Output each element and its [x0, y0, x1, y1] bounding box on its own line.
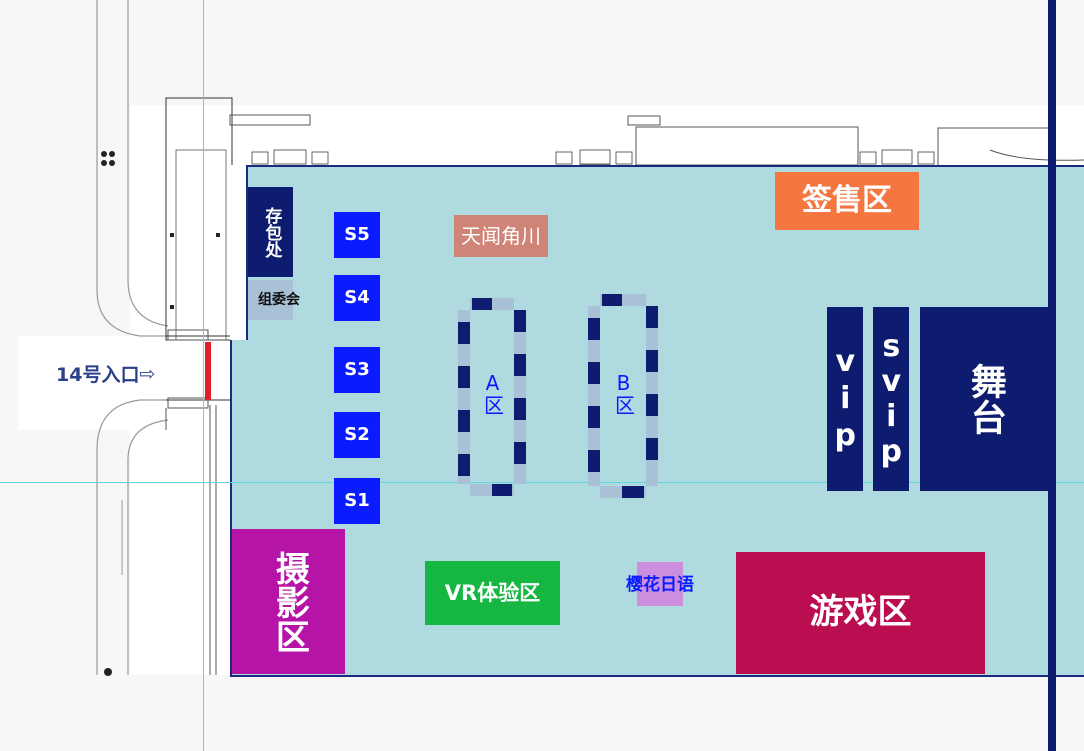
area-b-ring[interactable]: B区 — [588, 294, 658, 498]
guide-line-vertical — [203, 0, 204, 751]
sakura-label: 樱花日语 — [626, 575, 694, 596]
committee-label: 组委会 — [258, 291, 300, 308]
committee-zone[interactable]: 组委会 — [248, 280, 300, 320]
area-a-label: A区 — [480, 371, 505, 415]
sakura-label-box: 樱花日语 — [620, 574, 700, 598]
booth-s4[interactable]: S4 — [334, 275, 380, 321]
game-zone[interactable]: 游戏区 — [736, 552, 985, 674]
right-edge-bar — [1048, 0, 1056, 751]
stage-label: 舞台 — [964, 363, 1006, 435]
tianwen-zone[interactable]: 天闻角川 — [454, 215, 548, 257]
area-b-label: B区 — [611, 371, 636, 415]
area-a-ring[interactable]: A区 — [458, 298, 526, 496]
ticket-label: 签售区 — [802, 183, 892, 219]
entrance-arrow-icon: ⇨ — [139, 362, 156, 385]
game-label: 游戏区 — [809, 592, 912, 633]
storage-label: 存包处 — [261, 206, 282, 258]
vip-label: vip — [827, 343, 863, 455]
vr-label: VR体验区 — [444, 580, 541, 605]
svip-zone[interactable]: svip — [873, 307, 909, 491]
entrance-marker — [205, 342, 211, 400]
hall-west-notch — [230, 165, 248, 340]
tianwen-label: 天闻角川 — [461, 223, 541, 248]
booth-s2[interactable]: S2 — [334, 412, 380, 458]
vip-zone[interactable]: vip — [827, 307, 863, 491]
guide-line-horizontal — [0, 482, 1084, 483]
entrance-label-group: 14号入口 ⇨ — [56, 360, 155, 387]
vr-zone[interactable]: VR体验区 — [425, 561, 560, 625]
stage-zone[interactable]: 舞台 — [920, 307, 1050, 491]
booth-s3[interactable]: S3 — [334, 347, 380, 393]
entrance-label: 14号入口 — [56, 364, 140, 386]
photo-zone[interactable]: 摄影区 — [232, 529, 345, 674]
sakura-zone[interactable] — [637, 562, 683, 606]
storage-zone[interactable]: 存包处 — [248, 187, 293, 277]
svip-label: svip — [873, 329, 909, 469]
ticket-zone[interactable]: 签售区 — [775, 172, 919, 230]
booth-s5[interactable]: S5 — [334, 212, 380, 258]
photo-label: 摄影区 — [269, 550, 310, 653]
booth-s1[interactable]: S1 — [334, 478, 380, 524]
